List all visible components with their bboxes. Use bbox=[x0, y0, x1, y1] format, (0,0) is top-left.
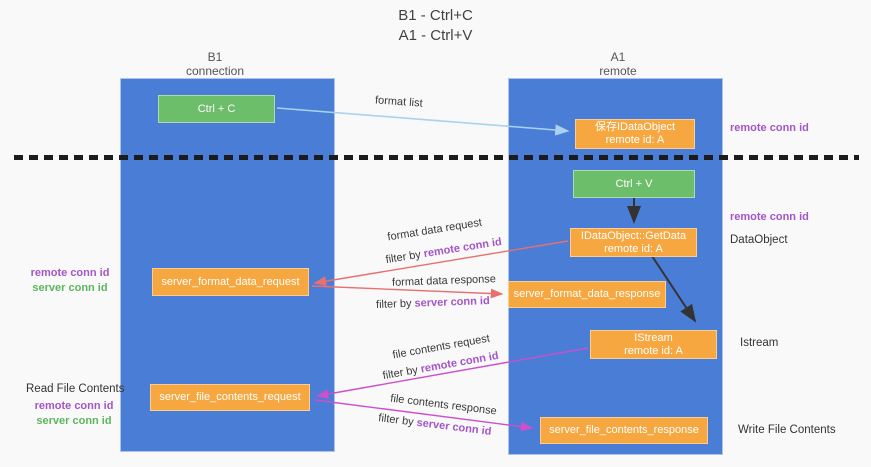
remote-conn-id-right-label-1: remote conn id bbox=[730, 122, 809, 134]
lifeline-a1-role: remote bbox=[599, 64, 637, 78]
ctrl-v-label: Ctrl + V bbox=[615, 177, 653, 190]
idataobject-getdata-node: IDataObject::GetData remote id: A bbox=[570, 228, 697, 257]
title-line-2: A1 - Ctrl+V bbox=[398, 27, 473, 44]
server-file-contents-response-node: server_file_contents_response bbox=[540, 417, 708, 444]
remote-conn-id-left-label-2: remote conn id bbox=[34, 400, 114, 412]
remote-conn-id-left-label-1: remote conn id bbox=[30, 267, 110, 279]
server-format-data-request-label: server_format_data_request bbox=[161, 275, 300, 288]
getdata-line2: remote id: A bbox=[604, 242, 663, 255]
ctrl-v-node: Ctrl + V bbox=[573, 170, 695, 198]
lifeline-header-b1: B1 connection bbox=[160, 50, 270, 78]
server-conn-id-text: server conn id bbox=[415, 416, 493, 438]
filter-by-text: filter by bbox=[381, 363, 422, 383]
remote-conn-id-text: remote conn id bbox=[422, 235, 503, 261]
server-file-contents-request-node: server_file_contents_request bbox=[150, 384, 310, 411]
server-format-data-response-label: server_format_data_response bbox=[513, 288, 661, 300]
istream-side-label: Istream bbox=[740, 337, 779, 349]
write-file-contents-label: Write File Contents bbox=[738, 424, 836, 436]
server-format-data-response-node: server_format_data_response bbox=[508, 281, 666, 308]
file-contents-response-label: file contents response bbox=[389, 392, 498, 418]
server-conn-id-left-label-1: server conn id bbox=[32, 282, 108, 294]
lifeline-b1-name: B1 bbox=[207, 50, 223, 64]
server-conn-id-left-label-2: server conn id bbox=[36, 415, 112, 427]
format-list-label: format list bbox=[374, 94, 424, 110]
filter-by-server-conn-id-label-1: filter by server conn id bbox=[376, 295, 490, 311]
format-data-request-label: format data request bbox=[386, 216, 483, 244]
server-file-contents-response-label: server_file_contents_response bbox=[549, 424, 699, 436]
title-line-1: B1 - Ctrl+C bbox=[398, 7, 473, 24]
server-conn-id-text: server conn id bbox=[414, 295, 490, 310]
lifeline-header-a1: A1 remote bbox=[563, 50, 673, 78]
server-format-data-request-node: server_format_data_request bbox=[152, 268, 309, 296]
saved-idataobject-line2: remote id: A bbox=[605, 134, 665, 146]
conn-id-pair-1: remote conn id server conn id bbox=[24, 266, 116, 296]
saved-idataobject-node: 保存IDataObject remote id: A bbox=[575, 119, 695, 149]
read-file-contents-label: Read File Contents bbox=[26, 383, 125, 395]
server-file-contents-request-label: server_file_contents_request bbox=[159, 391, 301, 403]
lifeline-b1-role: connection bbox=[185, 64, 245, 78]
conn-id-pair-2: remote conn id server conn id bbox=[28, 399, 120, 429]
filter-by-text: filter by bbox=[375, 297, 415, 311]
ctrl-c-node: Ctrl + C bbox=[158, 95, 275, 123]
saved-idataobject-line1: 保存IDataObject bbox=[594, 121, 676, 133]
ctrl-c-label: Ctrl + C bbox=[197, 102, 236, 115]
istream-node: IStream remote id: A bbox=[590, 330, 717, 359]
istream-line1: IStream bbox=[634, 331, 673, 344]
filter-by-server-conn-id-label-2: filter by server conn id bbox=[378, 412, 492, 438]
getdata-line1: IDataObject::GetData bbox=[580, 229, 687, 242]
diagram-title: B1 - Ctrl+C A1 - Ctrl+V bbox=[0, 6, 871, 46]
remote-conn-id-right-label-2: remote conn id bbox=[730, 211, 809, 223]
dataobject-label: DataObject bbox=[730, 234, 788, 246]
phase-divider-dashed-line bbox=[14, 155, 859, 160]
istream-line2: remote id: A bbox=[624, 344, 683, 357]
filter-by-text: filter by bbox=[377, 412, 418, 429]
filter-by-text: filter by bbox=[384, 248, 425, 267]
lifeline-a1-name: A1 bbox=[610, 50, 626, 64]
format-data-response-label: format data response bbox=[391, 273, 497, 289]
